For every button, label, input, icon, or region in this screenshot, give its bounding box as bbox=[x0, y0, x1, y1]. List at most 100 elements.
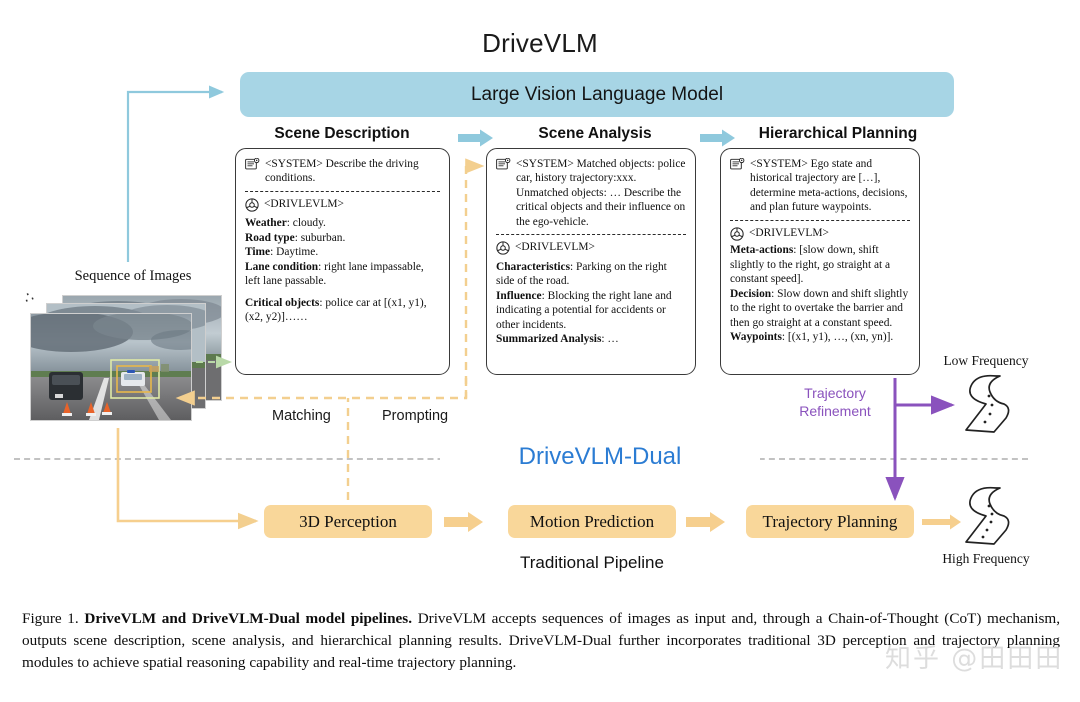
watermark: 知乎 @田田田 bbox=[885, 644, 1064, 674]
banner-label: Large Vision Language Model bbox=[470, 83, 724, 105]
divider-dash-right bbox=[698, 458, 1028, 460]
trajectory-refinement-line2: Refinement bbox=[799, 402, 871, 419]
page-title: DriveVLM bbox=[482, 28, 598, 58]
connector-images-to-lvlm bbox=[126, 85, 225, 262]
field-value: : Slow down and shift slightly to the ri… bbox=[730, 287, 909, 329]
divider-dash-left bbox=[14, 458, 494, 460]
panel-divider bbox=[496, 234, 686, 236]
sequence-of-images-label: Sequence of Images bbox=[74, 268, 192, 284]
column-header-scene-description: Scene Description bbox=[274, 125, 410, 142]
steering-wheel-icon bbox=[245, 198, 259, 212]
system-text: Matched objects: police car, history tra… bbox=[516, 158, 686, 228]
label-prompting: Prompting bbox=[382, 408, 449, 424]
field-key: Summarized Analysis bbox=[496, 333, 602, 346]
field-weather: Weather: cloudy. bbox=[245, 216, 440, 230]
field-meta-actions: Meta-actions: [slow down, shift slightly… bbox=[730, 243, 910, 286]
pipeline-box-trajectory-planning: Trajectory Planning bbox=[746, 505, 914, 538]
field-summarized-analysis: Summarized Analysis: … bbox=[496, 332, 686, 346]
pipeline-box-label: Trajectory Planning bbox=[762, 511, 898, 531]
field-key: Decision bbox=[730, 287, 772, 300]
pipeline-box-label: Motion Prediction bbox=[529, 511, 655, 531]
field-key: Influence bbox=[496, 289, 542, 302]
drivevlm-dual-title: DriveVLM-Dual bbox=[440, 443, 760, 471]
arrow-right-icon bbox=[458, 129, 493, 147]
field-key: Critical objects bbox=[245, 296, 320, 309]
field-value: : Parking on the right side of the road. bbox=[496, 260, 667, 288]
arrow-right-icon bbox=[700, 129, 735, 147]
field-key: Weather bbox=[245, 217, 287, 230]
trajectory-refinement-line1: Trajectory bbox=[804, 385, 866, 401]
field-value: : police car at [(x1, y1), (x2, y2)]…… bbox=[245, 296, 427, 324]
field-value: : right lane impassable, left lane passa… bbox=[245, 260, 424, 288]
field-key: Road type bbox=[245, 231, 295, 244]
label-matching: Matching bbox=[272, 408, 331, 424]
connector-images-to-3d-perception bbox=[116, 428, 259, 530]
system-document-icon bbox=[730, 158, 745, 170]
panel-scene-description: <SYSTEM> Describe the driving conditions… bbox=[235, 148, 450, 375]
system-document-icon bbox=[496, 158, 511, 170]
field-road-type: Road type: suburban. bbox=[245, 231, 440, 245]
steering-wheel-icon bbox=[496, 241, 510, 256]
system-prompt-block: <SYSTEM> Matched objects: police car, hi… bbox=[496, 157, 686, 229]
caption-figure-number: Figure 1. bbox=[22, 610, 79, 627]
image-stack bbox=[30, 295, 222, 425]
vlm-tag: <DRIVLEVLM> bbox=[749, 226, 829, 239]
caption-body: DriveVLM accepts sequences of images as … bbox=[22, 610, 1061, 672]
field-influence: Influence: Blocking the right lane and i… bbox=[496, 289, 686, 332]
figure-caption: Figure 1. DriveVLM and DriveVLM-Dual mod… bbox=[22, 608, 1060, 674]
system-prompt-block: <SYSTEM> Ego state and historical trajec… bbox=[730, 157, 910, 215]
road-scene-photo bbox=[31, 314, 191, 420]
field-critical-objects: Critical objects: police car at [(x1, y1… bbox=[245, 296, 440, 325]
label-high-frequency: High Frequency bbox=[942, 551, 1030, 566]
panel-hierarchical-planning: <SYSTEM> Ego state and historical trajec… bbox=[720, 148, 920, 375]
label-trajectory-refinement: Trajectory Refinement bbox=[780, 385, 890, 420]
high-frequency-road-icon bbox=[965, 486, 1010, 545]
vlm-response-block: <DRIVLEVLM> Weather: cloudy. Road type: … bbox=[245, 197, 440, 325]
system-prompt-block: <SYSTEM> Describe the driving conditions… bbox=[245, 157, 440, 186]
vlm-response-block: <DRIVLEVLM> Meta-actions: [slow down, sh… bbox=[730, 226, 910, 345]
field-value: : [slow down, shift slightly to the righ… bbox=[730, 244, 891, 286]
field-value: : cloudy. bbox=[286, 217, 326, 230]
arrow-right-icon bbox=[922, 514, 961, 530]
vlm-response-block: <DRIVLEVLM> Characteristics: Parking on … bbox=[496, 240, 686, 346]
column-header-hierarchical-planning: Hierarchical Planning bbox=[758, 125, 918, 142]
label-traditional-pipeline: Traditional Pipeline bbox=[520, 553, 664, 572]
arrow-right-icon bbox=[444, 512, 483, 532]
field-lane-condition: Lane condition: right lane impassable, l… bbox=[245, 260, 440, 289]
low-frequency-road-icon bbox=[965, 374, 1010, 433]
field-value: : … bbox=[601, 333, 619, 346]
field-characteristics: Characteristics: Parking on the right si… bbox=[496, 260, 686, 289]
field-key: Meta-actions bbox=[730, 244, 794, 257]
system-tag: <SYSTEM> bbox=[265, 158, 323, 170]
vlm-tag: <DRIVLEVLM> bbox=[515, 241, 595, 254]
system-tag: <SYSTEM> bbox=[750, 158, 808, 170]
field-key: Characteristics bbox=[496, 260, 571, 273]
field-decision: Decision: Slow down and shift slightly t… bbox=[730, 287, 910, 330]
steering-wheel-icon bbox=[730, 227, 744, 241]
system-text: Describe the driving conditions. bbox=[265, 158, 419, 185]
field-key: Waypoints bbox=[730, 331, 782, 344]
field-value: : Blocking the right lane and indicating… bbox=[496, 289, 672, 331]
arrow-right-icon bbox=[686, 512, 725, 532]
panel-scene-analysis: <SYSTEM> Matched objects: police car, hi… bbox=[486, 148, 696, 375]
field-time: Time: Daytime. bbox=[245, 245, 440, 259]
system-tag: <SYSTEM> bbox=[516, 158, 574, 170]
field-value: : suburban. bbox=[294, 231, 346, 244]
field-waypoints: Waypoints: [(x1, y1), …, (xn, yn)]. bbox=[730, 330, 910, 344]
field-value: : Daytime. bbox=[270, 246, 319, 259]
field-value: : [(x1, y1), …, (xn, yn)]. bbox=[781, 331, 894, 344]
large-vision-language-model-banner: Large Vision Language Model bbox=[240, 72, 954, 117]
panel-divider bbox=[245, 190, 440, 192]
vlm-tag: <DRIVLEVLM> bbox=[264, 197, 344, 210]
field-key: Lane condition bbox=[245, 260, 319, 273]
system-document-icon bbox=[245, 158, 260, 170]
column-header-scene-analysis: Scene Analysis bbox=[538, 125, 652, 142]
pipeline-box-label: 3D Perception bbox=[299, 511, 397, 531]
connector-prompting bbox=[464, 158, 485, 398]
caption-bold-title: DriveVLM and DriveVLM-Dual model pipelin… bbox=[84, 610, 413, 627]
pipeline-box-motion-prediction: Motion Prediction bbox=[508, 505, 676, 538]
system-text: Ego state and historical trajectory are … bbox=[750, 158, 908, 214]
image-card-front bbox=[30, 313, 192, 421]
pipeline-box-3d-perception: 3D Perception bbox=[264, 505, 432, 538]
